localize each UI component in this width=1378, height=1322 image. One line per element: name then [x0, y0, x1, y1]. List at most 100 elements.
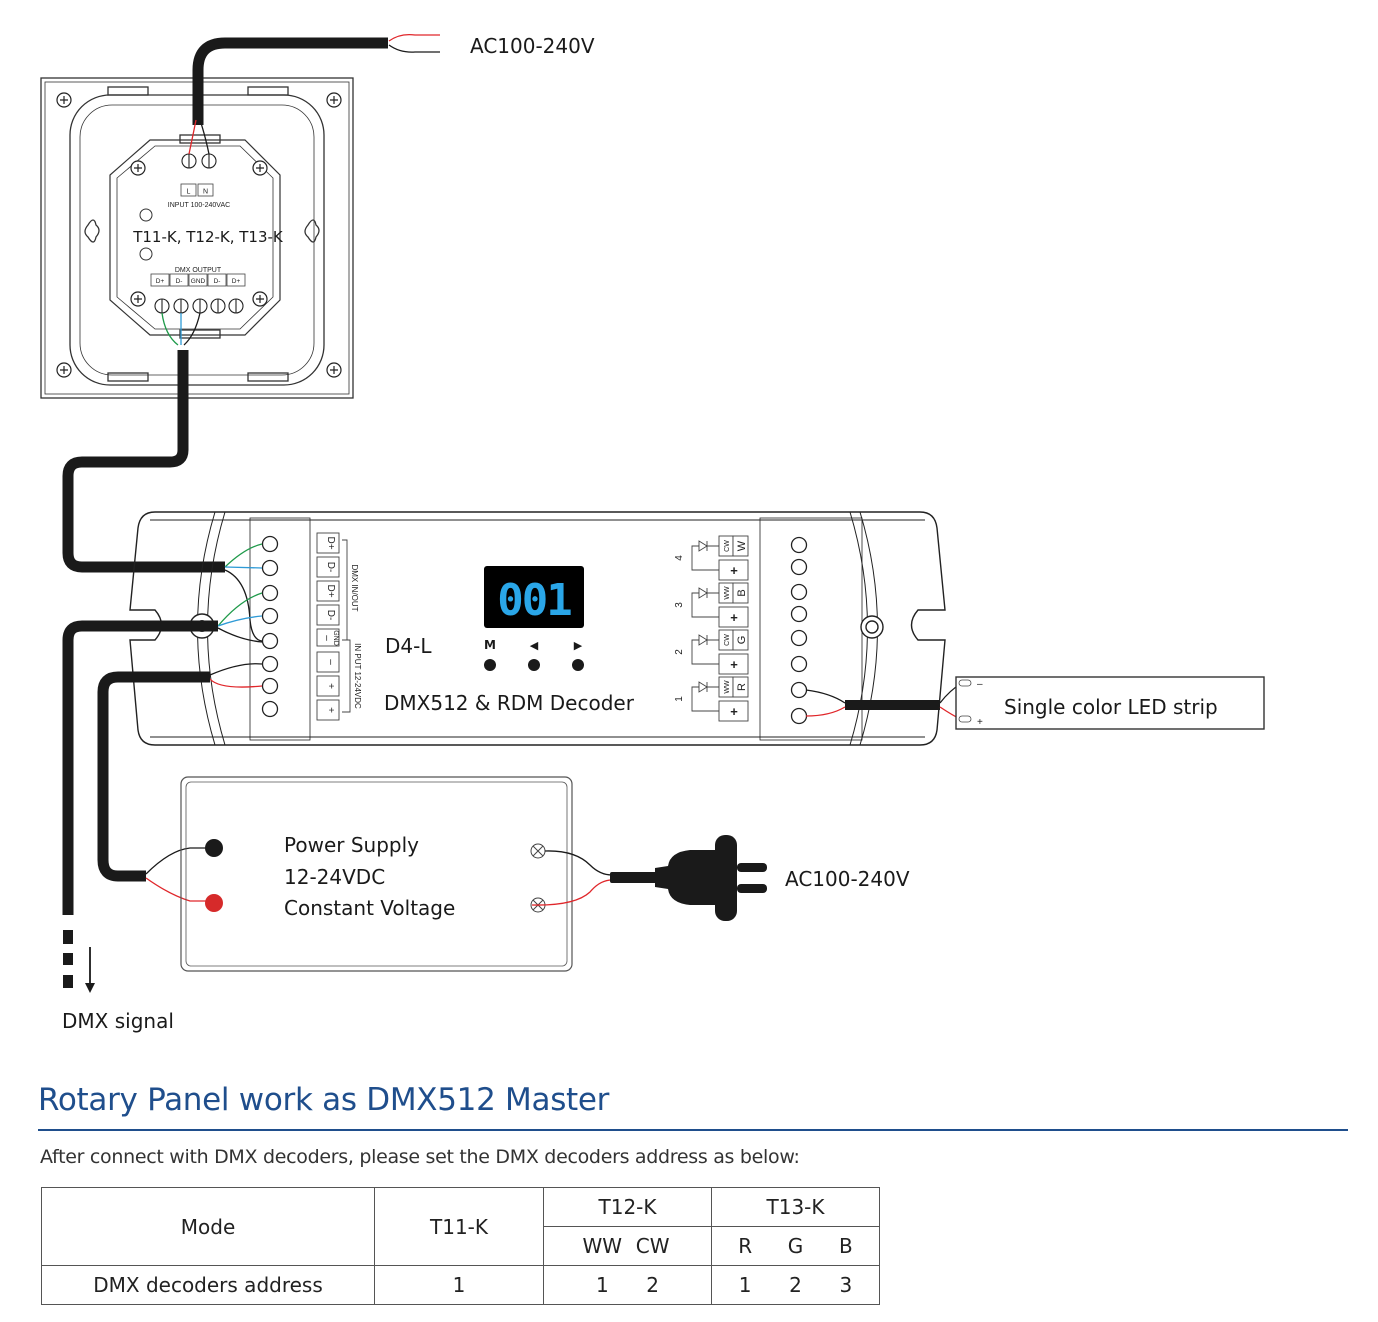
channel-mode: CW — [724, 540, 731, 552]
channel-color: B — [736, 589, 748, 596]
decoder-display: 001 — [484, 566, 584, 628]
decoder-terminal-label: – — [321, 635, 332, 641]
decoder-button-right-label: ▶ — [574, 639, 583, 652]
panel-output-terminal: GND — [191, 278, 206, 285]
decoder-input-wires — [209, 543, 263, 688]
panel-output-label: DMX OUTPUT — [175, 267, 222, 274]
section-intro: After connect with DMX decoders, please … — [40, 1146, 800, 1168]
t13-b-value: 3 — [839, 1273, 853, 1297]
led-strip-label: Single color LED strip — [1004, 695, 1218, 719]
decoder-button-left[interactable] — [528, 659, 540, 671]
t13-r-value: 1 — [738, 1273, 752, 1297]
power-supply-ac-label: AC100-240V — [785, 867, 910, 891]
wiring-diagram: L N INPUT 100-240VAC T11-K, T12-K, T13-K… — [40, 33, 1265, 1033]
t11-value: 1 — [374, 1265, 544, 1305]
sub-b: B — [838, 1234, 853, 1258]
decoder-button-m-label: M — [484, 638, 496, 652]
screw-icon — [130, 291, 146, 307]
channel-number: 3 — [674, 602, 685, 608]
channel-mode: WW — [724, 680, 731, 694]
power-supply-line-1: Power Supply — [284, 833, 419, 857]
header-t13: T13-K — [711, 1187, 880, 1227]
channel-number: 2 — [674, 649, 685, 655]
sub-g: G — [787, 1234, 804, 1258]
header-mode: Mode — [41, 1187, 375, 1266]
dc-negative-terminal — [205, 839, 223, 857]
led-strip-minus: – — [977, 679, 983, 690]
panel-output-terminal: D- — [214, 278, 221, 285]
section-divider — [38, 1129, 1348, 1131]
screw-icon — [252, 291, 268, 307]
t12-ww-value: 1 — [595, 1273, 609, 1297]
screw-icon — [326, 92, 342, 108]
decoder-name: DMX512 & RDM Decoder — [384, 691, 635, 715]
decoder-terminal-label: D- — [325, 562, 336, 573]
sub-ww: WW — [582, 1234, 623, 1258]
channel-number: 1 — [674, 696, 685, 702]
t13-g-value: 2 — [789, 1273, 802, 1297]
table-row: DMX decoders address 1 1 2 1 2 3 — [41, 1265, 880, 1305]
power-supply-line-3: Constant Voltage — [284, 896, 455, 920]
header-t13-sub: R G B — [711, 1226, 880, 1266]
screw-icon — [252, 160, 268, 176]
header-t12: T12-K — [543, 1187, 712, 1227]
channel-color: G — [736, 636, 748, 645]
panel-output-terminal: D- — [176, 278, 183, 285]
dmx-signal-cable — [62, 620, 218, 915]
t12-cw-value: 2 — [646, 1273, 660, 1297]
dc-positive-terminal — [205, 894, 223, 912]
display-value: 001 — [497, 575, 571, 626]
arrow-down-icon — [85, 947, 95, 993]
ac-plug-icon — [610, 835, 767, 921]
channel-plus: + — [730, 704, 738, 719]
decoder-terminal-label: D+ — [325, 584, 336, 597]
sub-cw: CW — [635, 1234, 670, 1258]
decoder-input-terminals — [261, 535, 279, 718]
panel-terminal-l: L — [187, 189, 191, 196]
channel-mode: CW — [724, 634, 731, 646]
decoder-model: D4-L — [385, 634, 432, 658]
power-supply-line-2: 12-24VDC — [284, 865, 385, 889]
channel-plus: + — [730, 563, 738, 578]
decoder-button-m[interactable] — [484, 659, 496, 671]
power-supply-box — [180, 776, 573, 972]
channel-number: 4 — [674, 555, 685, 561]
decoder-button-left-label: ◀ — [530, 639, 539, 652]
row-label: DMX decoders address — [41, 1265, 375, 1305]
panel-output-terminal: D+ — [232, 278, 241, 285]
dmx-cable-panel — [62, 312, 225, 573]
panel-input-labels — [150, 183, 246, 287]
panel-model-label: T11-K, T12-K, T13-K — [132, 228, 284, 246]
power-group-label: IN PUT 12-24VDC — [353, 643, 362, 709]
ac-cable-panel — [188, 33, 440, 155]
address-table: Mode T11-K T12-K T13-K WW CW R G B DMX d… — [41, 1187, 880, 1305]
screw-icon — [326, 362, 342, 378]
dmx-group-label: DMX IN/OUT — [350, 564, 359, 611]
channel-mode: WW — [724, 586, 731, 600]
led-strip — [955, 676, 1265, 730]
decoder-terminal-label: + — [325, 707, 336, 713]
channel-color: R — [736, 683, 748, 691]
section-title: Rotary Panel work as DMX512 Master — [38, 1082, 610, 1118]
mount-hole-right — [860, 615, 884, 639]
decoder-terminal-label: + — [325, 683, 336, 689]
decoder-terminal-label: D+ — [325, 536, 336, 549]
decoder-button-right[interactable] — [572, 659, 584, 671]
t13-values: 1 2 3 — [711, 1265, 880, 1305]
panel-output-terminal: D+ — [156, 278, 165, 285]
panel-ac-label: AC100-240V — [470, 34, 595, 58]
sub-r: R — [738, 1234, 753, 1258]
channel-plus: + — [730, 610, 738, 625]
decoder-output-terminals — [790, 536, 808, 725]
led-strip-plus: + — [977, 717, 983, 728]
decoder-terminal-label: – — [325, 659, 336, 665]
t12-values: 1 2 — [543, 1265, 712, 1305]
dmx-signal-dashes — [63, 930, 73, 988]
dmx-signal-label: DMX signal — [62, 1009, 174, 1033]
screw-icon — [56, 362, 72, 378]
decoder-terminal-label: D- — [325, 610, 336, 621]
panel-terminal-n: N — [203, 189, 208, 196]
gnd-label: GND — [332, 630, 339, 646]
channel-plus: + — [730, 657, 738, 672]
ac-terminals — [530, 843, 546, 913]
